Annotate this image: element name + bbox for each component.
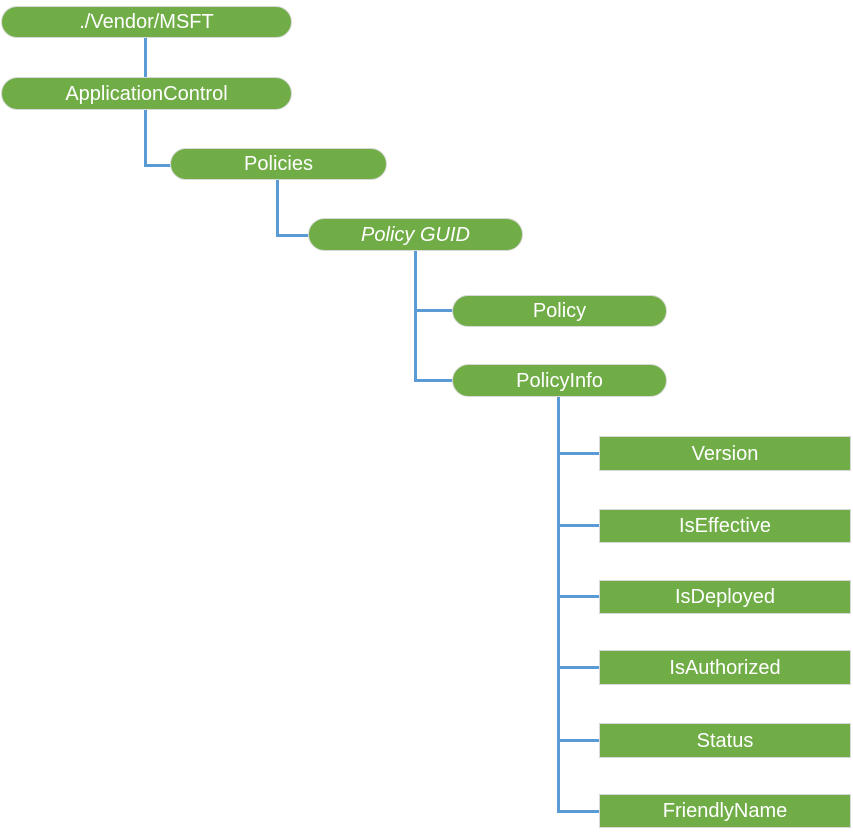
connector-branch-to-policy <box>414 309 453 312</box>
connector-branch-to-friendlyname <box>557 810 599 813</box>
node-status: Status <box>599 723 851 758</box>
connector-elbow-to-policy-guid <box>276 234 309 237</box>
node-policyinfo: PolicyInfo <box>452 364 667 397</box>
node-applicationcontrol: ApplicationControl <box>1 77 292 110</box>
connector-policy-guid-drop <box>414 251 417 382</box>
node-iseffective: IsEffective <box>599 509 851 543</box>
node-policies: Policies <box>170 148 387 180</box>
connector-branch-to-version <box>557 452 599 455</box>
connector-branch-to-status <box>557 739 599 742</box>
connector-branch-to-iseffective <box>557 524 599 527</box>
node-policy: Policy <box>452 295 667 327</box>
node-friendlyname: FriendlyName <box>599 794 851 828</box>
connector-elbow-to-policies <box>144 164 171 167</box>
node-vendor-msft: ./Vendor/MSFT <box>1 6 292 38</box>
connector-branch-to-isdeployed <box>557 595 599 598</box>
node-version: Version <box>599 436 851 471</box>
connector-branch-to-policyinfo <box>414 379 453 382</box>
connector-policies-drop <box>276 180 279 237</box>
connector-vendor-to-applicationcontrol <box>144 37 147 79</box>
node-isauthorized: IsAuthorized <box>599 650 851 685</box>
connector-applicationcontrol-drop <box>144 110 147 167</box>
node-isdeployed: IsDeployed <box>599 580 851 614</box>
connector-policyinfo-trunk <box>557 397 560 813</box>
connector-branch-to-isauthorized <box>557 666 599 669</box>
node-policy-guid: Policy GUID <box>308 218 523 251</box>
